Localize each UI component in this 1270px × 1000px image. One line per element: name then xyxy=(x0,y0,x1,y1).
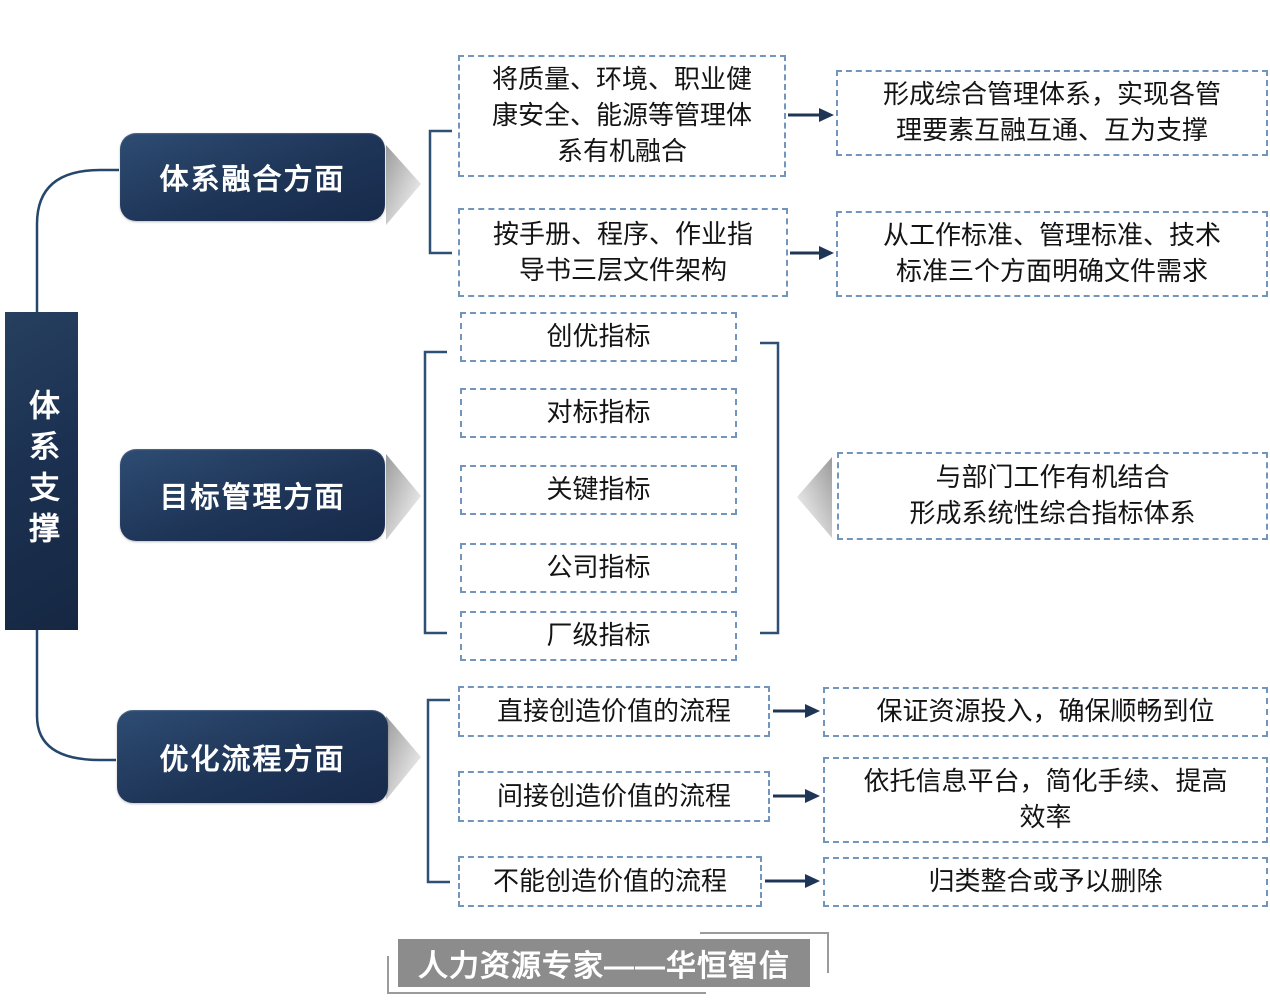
process-row3-effect-box: 归类整合或予以删除 xyxy=(823,857,1268,907)
text-line: 导书三层文件架构 xyxy=(518,254,727,285)
text-line: 系有机融合 xyxy=(556,135,687,166)
indicator-label: 创优指标 xyxy=(546,321,651,352)
arrow-fusion-row2 xyxy=(790,246,834,260)
fusion-row1-cause-box: 将质量、环境、职业健 康安全、能源等管理体 系有机融合 xyxy=(458,55,786,177)
text-line: 康安全、能源等管理体 xyxy=(491,100,752,131)
footer-banner: 人力资源专家——华恒智信 xyxy=(398,939,810,987)
arrow-process-row1 xyxy=(773,704,820,718)
fusion-row1-effect-box: 形成综合管理体系，实现各管 理要素互融互通、互为支撑 xyxy=(836,70,1268,156)
text-line: 依托信息平台，简化手续、提高 xyxy=(863,766,1228,797)
text-line: 直接创造价值的流程 xyxy=(496,695,731,726)
text-line: 效率 xyxy=(1019,802,1072,832)
category-fusion: 体系融合方面 xyxy=(120,133,385,221)
bracket-target-left xyxy=(423,350,447,635)
category-target-label: 目标管理方面 xyxy=(159,482,346,514)
process-row1-effect-box: 保证资源投入，确保顺畅到位 xyxy=(823,687,1268,737)
arrow-process-row3 xyxy=(765,874,820,888)
chevron-right-target-icon xyxy=(386,454,421,540)
category-process-label: 优化流程方面 xyxy=(159,743,346,776)
text-line: 按手册、程序、作业指 xyxy=(492,218,753,249)
indicator-box: 关键指标 xyxy=(460,465,737,515)
bracket-fusion xyxy=(428,129,452,255)
arrow-fusion-row1 xyxy=(788,108,834,122)
bracket-process xyxy=(426,698,450,884)
text-line: 形成综合管理体系，实现各管 xyxy=(882,79,1221,110)
indicator-box: 厂级指标 xyxy=(460,611,737,661)
text-line: 从工作标准、管理标准、技术 xyxy=(882,220,1221,251)
text-line: 间接创造价值的流程 xyxy=(496,780,731,811)
fusion-row2-cause-box: 按手册、程序、作业指 导书三层文件架构 xyxy=(458,208,788,297)
curve-root-to-process xyxy=(35,629,116,762)
target-summary-box: 与部门工作有机结合 形成系统性综合指标体系 xyxy=(837,452,1268,540)
indicator-label: 厂级指标 xyxy=(546,620,651,651)
text-line: 将质量、环境、职业健 xyxy=(491,64,752,95)
text-line: 与部门工作有机结合 xyxy=(935,462,1170,493)
curve-root-to-fusion xyxy=(35,168,119,313)
process-row3-cause-box: 不能创造价值的流程 xyxy=(458,856,762,907)
text-line: 归类整合或予以删除 xyxy=(928,866,1163,897)
fusion-row2-effect-box: 从工作标准、管理标准、技术 标准三个方面明确文件需求 xyxy=(836,211,1268,297)
indicator-box: 公司指标 xyxy=(460,543,737,593)
footer-banner-text: 人力资源专家——华恒智信 xyxy=(418,950,790,983)
text-line: 理要素互融互通、互为支撑 xyxy=(895,115,1208,145)
process-row1-cause-box: 直接创造价值的流程 xyxy=(458,686,770,737)
text-line: 不能创造价值的流程 xyxy=(492,865,727,896)
text-line: 保证资源投入，确保顺畅到位 xyxy=(876,696,1215,727)
category-fusion-label: 体系融合方面 xyxy=(159,164,346,196)
indicator-label: 关键指标 xyxy=(546,474,651,505)
text-line: 形成系统性综合指标体系 xyxy=(909,498,1196,528)
root-label: 体系支撑 xyxy=(24,389,59,553)
arrow-process-row2 xyxy=(773,789,820,803)
chevron-left-summary-icon xyxy=(797,457,832,538)
category-target: 目标管理方面 xyxy=(120,449,385,541)
bracket-target-right xyxy=(760,341,780,635)
indicator-box: 创优指标 xyxy=(460,312,737,362)
indicator-box: 对标指标 xyxy=(460,388,737,438)
chevron-right-fusion-icon xyxy=(386,145,421,225)
root-node: 体系支撑 xyxy=(5,312,78,630)
chevron-right-process-icon xyxy=(386,716,421,800)
process-row2-effect-box: 依托信息平台，简化手续、提高 效率 xyxy=(823,757,1268,843)
indicator-label: 对标指标 xyxy=(546,397,651,428)
process-row2-cause-box: 间接创造价值的流程 xyxy=(458,771,770,822)
indicator-label: 公司指标 xyxy=(546,552,651,583)
text-line: 标准三个方面明确文件需求 xyxy=(895,256,1208,286)
category-process: 优化流程方面 xyxy=(117,710,388,803)
